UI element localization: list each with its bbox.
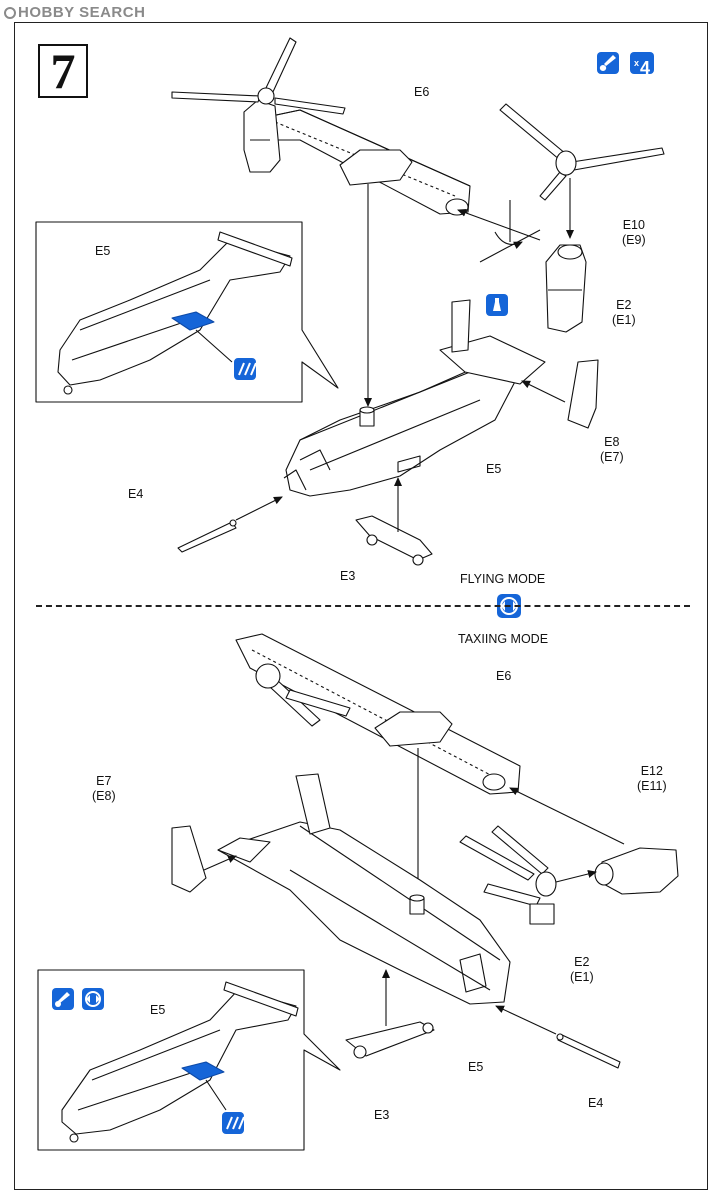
probe-e4-top xyxy=(177,519,237,553)
watermark: HOBBY SEARCH xyxy=(4,4,145,21)
tail-fin-e7-bottom xyxy=(171,825,207,893)
part-label-e12-bottom: E12(E11) xyxy=(637,764,667,794)
part-label-e6-bottom: E6 xyxy=(496,669,512,683)
part-label-e5-bottom: E5 xyxy=(468,1060,484,1074)
decal-icon-bottom-inset xyxy=(222,1112,245,1134)
part-label-e4-top: E4 xyxy=(128,487,144,501)
tail-fin-e8-top xyxy=(567,359,599,429)
part-label-e2-bottom: E2(E1) xyxy=(570,955,594,985)
watermark-text: HOBBY SEARCH xyxy=(18,4,146,21)
part-label-e10-alt: (E9) xyxy=(622,233,646,247)
part-label-e2b-main: E2 xyxy=(574,955,590,969)
count-value: 4 xyxy=(640,58,651,78)
part-label-e12-alt: (E11) xyxy=(637,779,667,793)
page-frame xyxy=(14,22,708,1190)
gear-e3-top xyxy=(355,515,433,566)
mode-switch-icon-inset xyxy=(82,988,104,1010)
part-label-e2-main: E2 xyxy=(616,298,632,312)
part-label-e7-main: E7 xyxy=(96,774,112,788)
gear-e3-bottom xyxy=(345,1021,435,1059)
part-label-e4-bottom: E4 xyxy=(588,1096,604,1110)
part-label-e3-bottom: E3 xyxy=(374,1108,390,1122)
part-label-e3-top: E3 xyxy=(340,569,356,583)
fuselage-top xyxy=(283,299,546,497)
nacelle-e12-bottom xyxy=(594,847,679,895)
part-label-e12-main: E12 xyxy=(640,764,663,778)
probe-e4-bottom xyxy=(556,1033,621,1069)
step-number-text: 7 xyxy=(50,43,76,99)
watermark-logo-icon xyxy=(4,7,16,19)
part-label-e8-main: E8 xyxy=(604,435,620,449)
mode-divider xyxy=(36,605,690,607)
glue-icon-top xyxy=(486,294,508,316)
paint-brush-icon xyxy=(597,52,619,74)
flying-mode-label: FLYING MODE xyxy=(460,572,546,586)
paint-brush-icon-inset xyxy=(52,988,74,1010)
inset-top xyxy=(35,221,339,403)
count-prefix: x xyxy=(633,58,639,68)
decal-icon-top-inset xyxy=(234,358,257,380)
part-label-e2-alt: (E1) xyxy=(612,313,636,327)
part-label-e7-alt: (E8) xyxy=(92,789,116,803)
part-label-e10-main: E10 xyxy=(622,218,645,232)
part-label-e2b-alt: (E1) xyxy=(570,970,594,984)
part-label-e8-top: E8(E7) xyxy=(600,435,624,465)
part-label-e5-top: E5 xyxy=(486,462,502,476)
wing-e6-bottom xyxy=(235,633,521,795)
fuselage-bottom xyxy=(217,773,511,1005)
part-label-e10-top: E10(E9) xyxy=(622,218,646,248)
rotor-e10-top xyxy=(499,103,665,201)
part-label-e7-bottom: E7(E8) xyxy=(92,774,116,804)
wing-e6-top xyxy=(171,37,471,216)
nacelle-e2-top xyxy=(545,244,587,333)
part-label-e6-top: E6 xyxy=(414,85,430,99)
part-label-e8-alt: (E7) xyxy=(600,450,624,464)
rotor-e2-bottom xyxy=(459,825,557,925)
part-label-e2-top: E2(E1) xyxy=(612,298,636,328)
inset-label-e5-bottom: E5 xyxy=(150,1003,166,1017)
step-number: 7 xyxy=(38,44,88,98)
taxiing-mode-label: TAXIING MODE xyxy=(458,632,549,646)
inset-label-e5-top: E5 xyxy=(95,244,111,258)
paint-count-badge: x4 xyxy=(630,52,654,78)
inset-bottom xyxy=(37,969,341,1151)
